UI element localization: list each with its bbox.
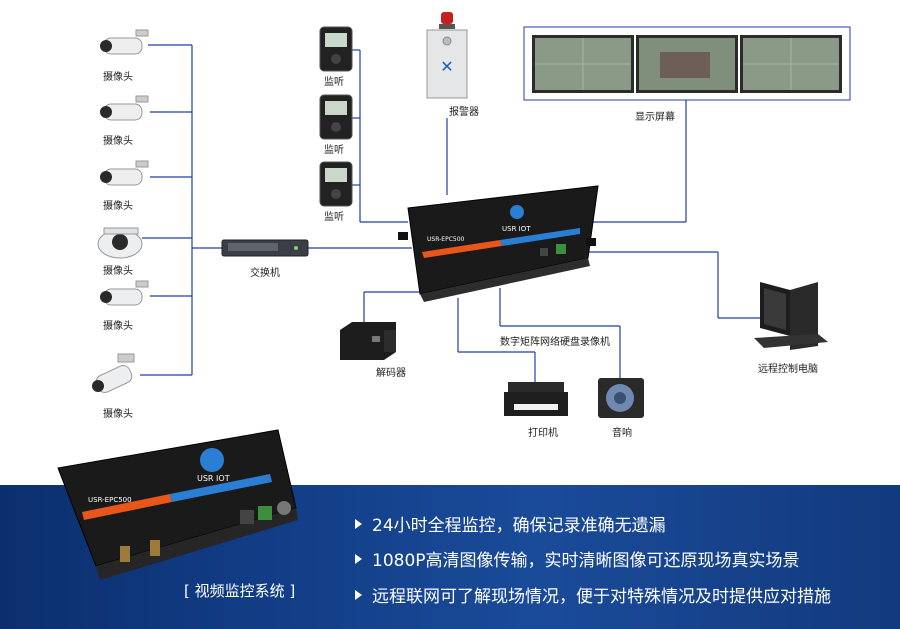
alarm-label: 报警器 xyxy=(449,107,479,118)
feature-text: 24小时全程监控，确保记录准确无遗漏 xyxy=(372,516,666,536)
feature-item: 远程联网可了解现场情况，便于对特殊情况及时提供应对措施 xyxy=(355,582,831,607)
arrow-icon xyxy=(355,590,362,600)
camera-icon xyxy=(100,29,149,55)
feature-text: 远程联网可了解现场情况，便于对特殊情况及时提供应对措施 xyxy=(372,587,831,607)
feature-text: 1080P高清图像传输，实时清晰图像可还原现场真实场景 xyxy=(372,551,800,571)
camera-label: 摄像头 xyxy=(103,409,133,420)
camera-dome-icon xyxy=(97,227,143,259)
arrow-icon xyxy=(355,519,362,529)
camera-icon xyxy=(100,160,149,186)
camera-label: 摄像头 xyxy=(103,321,133,332)
pc-label: 远程控制电脑 xyxy=(758,364,818,375)
nvr-large-model: USR-EPC500 xyxy=(88,496,132,504)
display-label: 显示屏幕 xyxy=(635,112,675,123)
nvr-model: USR-EPC500 xyxy=(427,236,465,243)
system-title: [ 视频监控系统 ] xyxy=(184,582,296,600)
camera-bullet-icon xyxy=(92,353,135,393)
monitor-label: 监听 xyxy=(324,145,344,156)
listening-device-icon xyxy=(319,94,353,140)
camera-label: 摄像头 xyxy=(103,201,133,212)
decoder-label: 解码器 xyxy=(376,368,406,379)
camera-icon xyxy=(100,95,149,121)
monitor-label: 监听 xyxy=(324,212,344,223)
camera-icon xyxy=(100,280,149,306)
arrow-icon xyxy=(355,554,362,564)
nvr-label: 数字矩阵网络硬盘录像机 xyxy=(500,337,610,348)
speaker-label: 音响 xyxy=(612,428,632,439)
listening-device-icon xyxy=(319,161,353,207)
svg-text:✕: ✕ xyxy=(440,57,453,76)
camera-label: 摄像头 xyxy=(103,266,133,277)
monitor-label: 监听 xyxy=(324,77,344,88)
printer-label: 打印机 xyxy=(528,428,558,439)
feature-item: 1080P高清图像传输，实时清晰图像可还原现场真实场景 xyxy=(355,546,800,571)
nvr-large-brand: USR IOT xyxy=(197,474,230,483)
camera-label: 摄像头 xyxy=(103,72,133,83)
camera-label: 摄像头 xyxy=(103,136,133,147)
feature-item: 24小时全程监控，确保记录准确无遗漏 xyxy=(355,511,666,536)
switch-label: 交换机 xyxy=(250,268,280,279)
nvr-brand: USR IOT xyxy=(502,225,531,233)
listening-device-icon xyxy=(319,26,353,72)
